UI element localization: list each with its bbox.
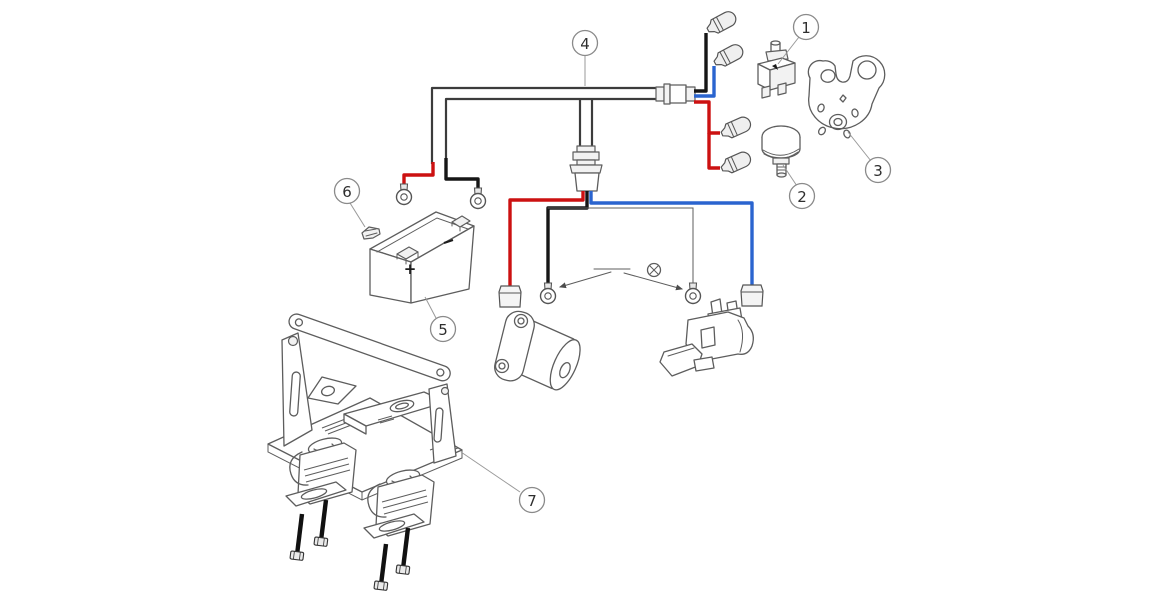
callout-2: 2 [782,164,816,210]
switch-mounting-plate [807,55,886,139]
mounting-bolt [289,512,310,561]
terminal-arrow [772,64,778,70]
svg-text:1: 1 [801,19,811,37]
callout-7: 7 [460,451,546,514]
callout-5: 5 [424,296,457,343]
solenoid-wire-blue [589,191,764,307]
battery-terminal-negative [451,215,471,232]
motor [494,310,581,391]
branch-red [694,100,754,177]
strap [288,313,451,382]
solenoid-wire-red [498,191,585,308]
battery-terminal-positive [396,246,419,265]
battery-minus-mark [443,239,454,244]
svg-text:3: 3 [873,162,883,180]
inline-connector [569,145,603,192]
svg-text:2: 2 [797,188,807,206]
harness-connector [655,83,696,105]
svg-text:6: 6 [342,183,352,201]
battery-lead-black [444,158,487,210]
mounting-bolt [373,542,394,591]
callout-1: 1 [777,13,820,65]
svg-text:4: 4 [580,35,590,53]
battery: + [369,211,475,304]
mounting-bracket-assembly [267,313,463,591]
screw-icon [646,262,662,278]
callouts: 1 2 3 4 5 6 7 [333,13,892,514]
solenoid-connection-diagram [547,207,702,305]
branch-blue [694,41,747,98]
callout-6: 6 [333,177,366,228]
svg-text:7: 7 [527,492,537,510]
battery-plus-label: + [404,260,417,278]
cable-clamp [285,437,357,507]
solenoid-actuator [659,298,754,377]
callout-4: 4 [571,29,599,86]
battery-lead-red [395,162,435,206]
wiring-harness [395,8,764,308]
svg-text:5: 5 [438,321,448,339]
cable-clamp [363,469,435,539]
mounting-bolt [313,498,334,547]
push-button-switch [761,125,801,178]
callout-3: 3 [847,131,892,184]
branch-black [694,8,740,93]
mounting-bolt [395,526,416,575]
cable-clip [361,226,381,240]
